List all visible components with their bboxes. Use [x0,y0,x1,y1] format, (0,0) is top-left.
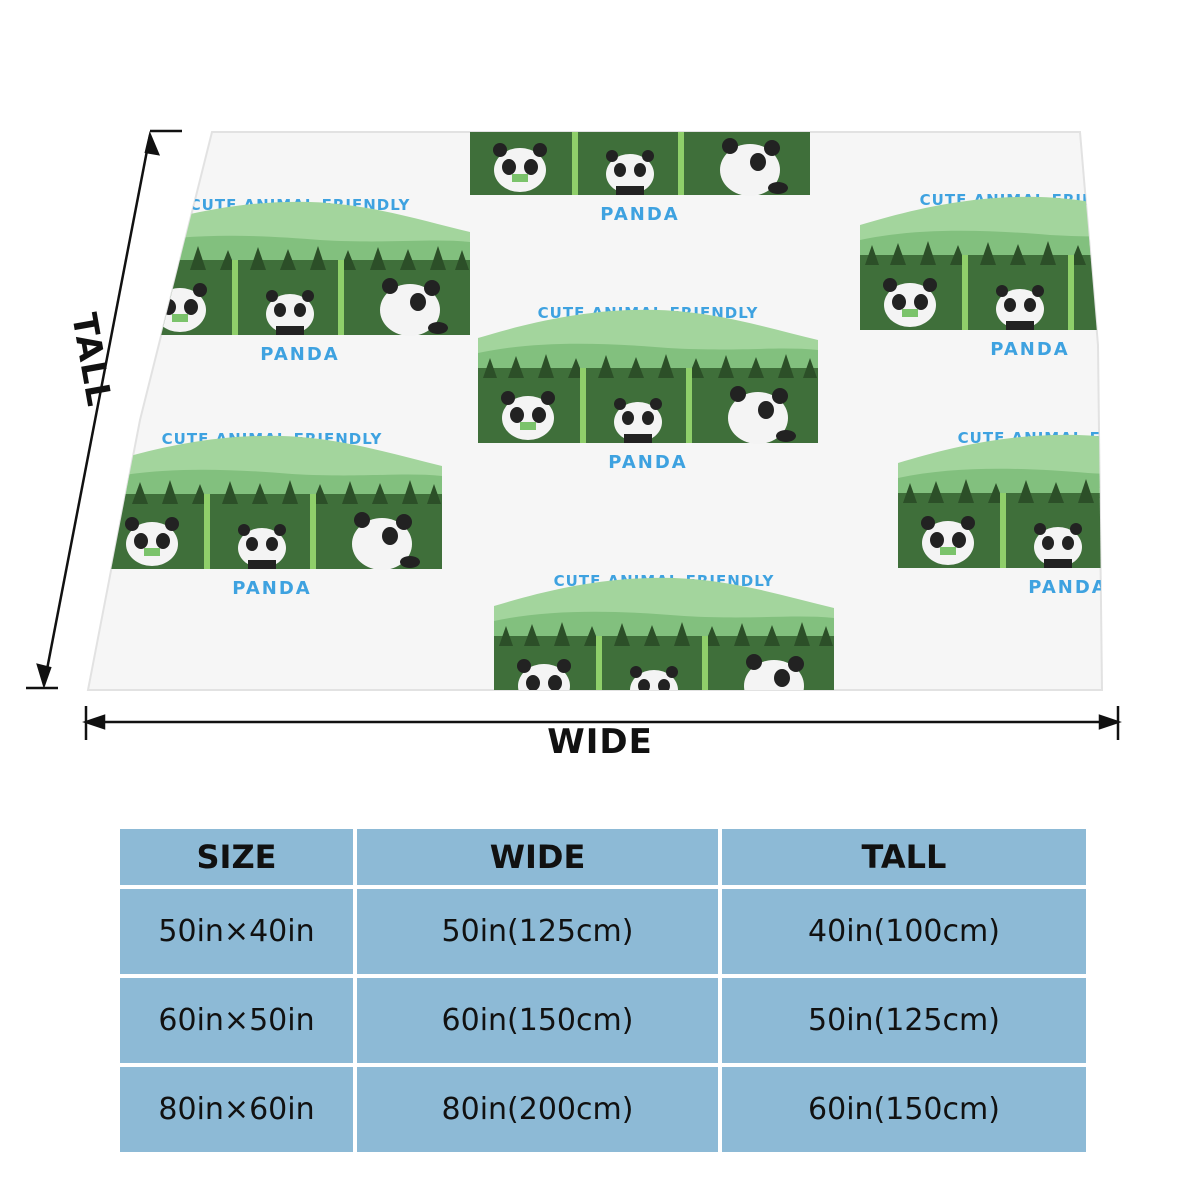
blanket [86,131,1104,691]
wide-cell: 80in(200cm) [357,1067,718,1152]
tall-cell: 40in(100cm) [722,889,1086,974]
table-row: 80in×60in 80in(200cm) 60in(150cm) [120,1067,1086,1152]
blanket-illustration: CUTE ANIMAL FRIENDLY [26,129,1122,740]
table-header-row: SIZE WIDE TALL [120,829,1086,885]
table-row: 50in×40in 50in(125cm) 40in(100cm) [120,889,1086,974]
size-table: SIZE WIDE TALL 50in×40in 50in(125cm) 40i… [120,829,1086,1156]
header-size: SIZE [120,829,353,885]
size-cell: 80in×60in [120,1067,353,1152]
tall-dimension-arrow [26,129,182,690]
tall-cell: 60in(150cm) [722,1067,1086,1152]
wide-cell: 60in(150cm) [357,978,718,1063]
wide-label: WIDE [547,722,653,762]
header-wide: WIDE [357,829,718,885]
wide-dimension-arrow [82,706,1122,740]
wide-cell: 50in(125cm) [357,889,718,974]
table-row: 60in×50in 60in(150cm) 50in(125cm) [120,978,1086,1063]
size-cell: 60in×50in [120,978,353,1063]
tall-cell: 50in(125cm) [722,978,1086,1063]
header-tall: TALL [722,829,1086,885]
size-cell: 50in×40in [120,889,353,974]
